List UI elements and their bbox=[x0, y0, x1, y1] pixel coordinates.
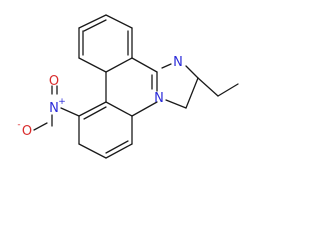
atom-label-ring-n: N bbox=[154, 91, 164, 106]
bond bbox=[217, 83, 239, 97]
bond bbox=[78, 101, 107, 117]
bond bbox=[105, 101, 133, 117]
structural-formula: N N N + O O - bbox=[17, 14, 239, 159]
bond bbox=[105, 57, 133, 73]
bond bbox=[83, 106, 107, 120]
bond bbox=[185, 77, 199, 109]
bond bbox=[78, 57, 107, 73]
atom-label-nitro-o-top: O bbox=[49, 74, 59, 89]
bond bbox=[185, 65, 199, 79]
bond bbox=[131, 57, 158, 73]
bond bbox=[83, 19, 107, 32]
bond bbox=[165, 99, 187, 109]
bond bbox=[78, 14, 107, 29]
bond bbox=[33, 122, 48, 131]
bonds bbox=[33, 14, 239, 159]
bond bbox=[197, 77, 219, 97]
charge-label-nitro-o-left: - bbox=[17, 120, 20, 130]
bond bbox=[105, 143, 133, 159]
bond bbox=[161, 63, 172, 69]
charge-label-nitro-n: + bbox=[58, 97, 66, 107]
bond bbox=[78, 143, 107, 159]
bond bbox=[60, 107, 80, 117]
atom-label-nitro-o-left: O bbox=[22, 124, 32, 139]
bond bbox=[105, 14, 133, 29]
bond bbox=[105, 140, 129, 154]
atom-labels: N N N + O O - bbox=[17, 55, 182, 139]
bond bbox=[131, 101, 158, 117]
atom-label-nitro-n: N bbox=[49, 101, 59, 116]
atom-label-imine-n: N bbox=[173, 55, 183, 70]
